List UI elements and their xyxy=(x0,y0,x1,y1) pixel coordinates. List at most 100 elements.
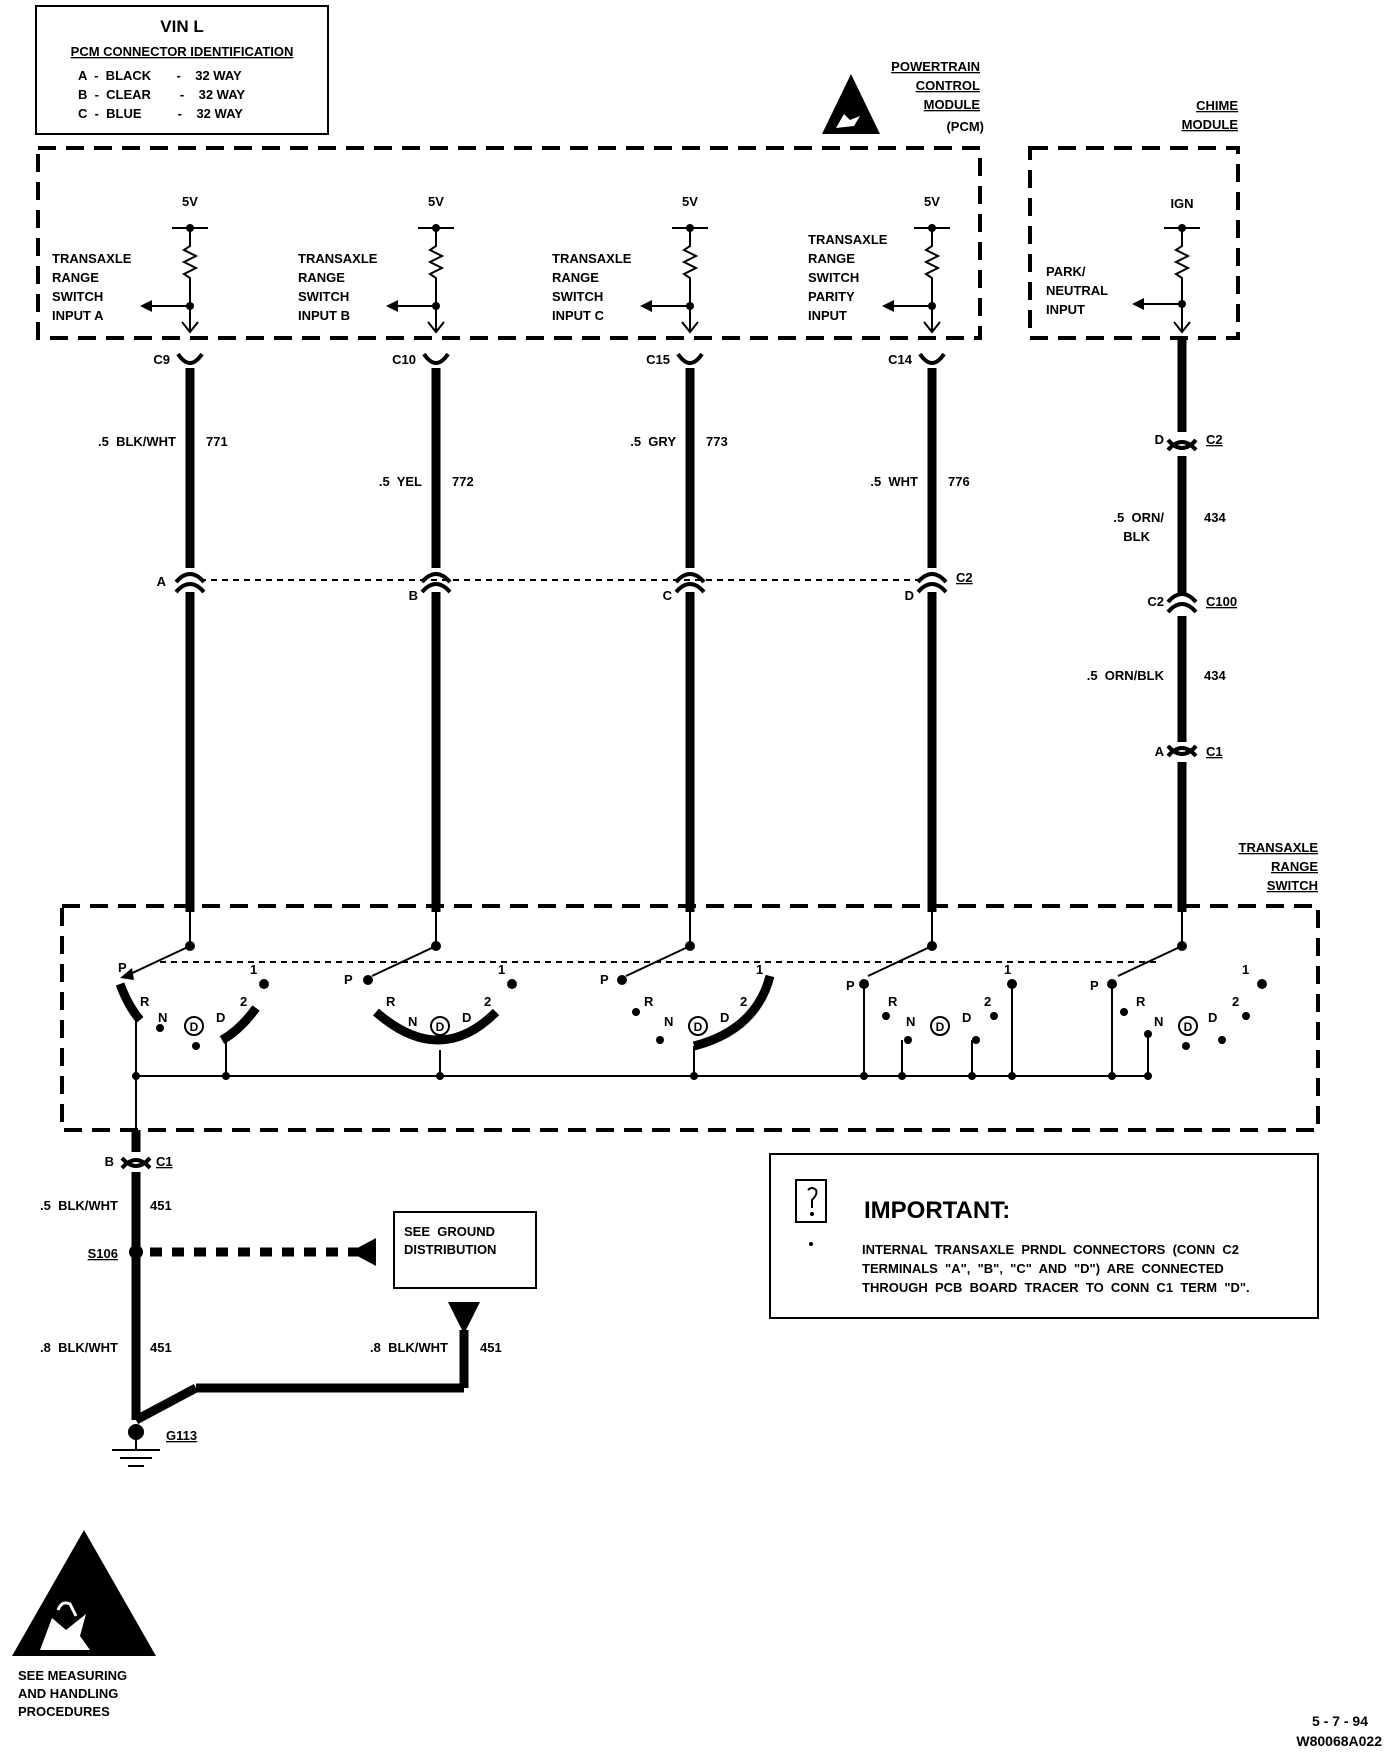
wire-color: .5 GRY xyxy=(630,434,676,449)
position-label: D xyxy=(462,1010,471,1025)
chime-input-label: INPUT xyxy=(1046,302,1085,317)
position-label: R xyxy=(888,994,898,1009)
position-label: 2 xyxy=(984,994,991,1009)
wire-color: .5 ORN/BLK xyxy=(1087,668,1165,683)
c2-label: C2 xyxy=(956,570,973,585)
connector-label: C1 xyxy=(1206,744,1223,759)
switch-section-a: D P R N D 2 1 xyxy=(115,941,269,1050)
pcm-label-line: CONTROL xyxy=(916,78,980,93)
position-label: 1 xyxy=(756,962,763,977)
voltage-label: 5V xyxy=(924,194,940,209)
switch-section-c: D P R N D 2 1 xyxy=(600,941,775,1051)
wire-color: .5 WHT xyxy=(870,474,918,489)
terminal-label: A xyxy=(157,574,167,589)
connector-label: C2 xyxy=(1206,432,1223,447)
position-label: D xyxy=(720,1010,729,1025)
position-label: R xyxy=(386,994,396,1009)
esd-warning-icon xyxy=(822,74,880,134)
wire-circuit: 773 xyxy=(706,434,728,449)
input-label: TRANSAXLE xyxy=(298,251,378,266)
position-label: P xyxy=(1090,978,1099,993)
pcm-label: POWERTRAIN CONTROL MODULE (PCM) xyxy=(891,59,984,134)
connector-label: C100 xyxy=(1206,594,1237,609)
chime-circuit: IGN PARK/ NEUTRAL INPUT xyxy=(1046,196,1200,334)
switch-section-d: D P R N D 2 1 xyxy=(846,941,1017,1076)
pcm-label-line: MODULE xyxy=(924,97,981,112)
see-ground-text: DISTRIBUTION xyxy=(404,1242,496,1257)
position-label: D xyxy=(962,1010,971,1025)
pcm-circuit-parity: 5V TRANSAXLE RANGE SWITCH PARITY INPUT xyxy=(808,194,950,334)
position-label: N xyxy=(408,1014,417,1029)
wire-circuit: 771 xyxy=(206,434,228,449)
see-ground-text: SEE GROUND xyxy=(404,1224,495,1239)
wire-circuit: 451 xyxy=(150,1340,172,1355)
esd-note-line: SEE MEASURING xyxy=(18,1668,127,1683)
position-label: 1 xyxy=(250,962,257,977)
position-label: D xyxy=(1208,1010,1217,1025)
input-label: RANGE xyxy=(298,270,345,285)
position-label: R xyxy=(140,994,150,1009)
wire-color: .5 BLK/WHT xyxy=(40,1198,118,1213)
voltage-label: 5V xyxy=(182,194,198,209)
terminal-label: C xyxy=(663,588,673,603)
position-label: 1 xyxy=(498,962,505,977)
terminal-label: A xyxy=(1155,744,1165,759)
pcm-wires xyxy=(185,368,937,912)
input-label: SWITCH xyxy=(808,270,859,285)
position-label: D xyxy=(436,1020,445,1034)
terminal-label: B xyxy=(409,588,418,603)
important-line: TERMINALS "A", "B", "C" AND "D") ARE CON… xyxy=(862,1261,1224,1276)
position-label: R xyxy=(644,994,654,1009)
wire-circuit: 434 xyxy=(1204,510,1226,525)
position-label: N xyxy=(906,1014,915,1029)
pin-label: C15 xyxy=(646,352,670,367)
footer-code: W80068A022 xyxy=(1296,1733,1382,1749)
wire-color: .8 BLK/WHT xyxy=(370,1340,448,1355)
wire-color: .5 BLK/WHT xyxy=(98,434,176,449)
position-label: R xyxy=(1136,994,1146,1009)
voltage-label: 5V xyxy=(428,194,444,209)
position-label: P xyxy=(600,972,609,987)
position-label: P xyxy=(846,978,855,993)
esd-large-icon: SEE MEASURING AND HANDLING PROCEDURES xyxy=(12,1530,156,1719)
pcm-circuit-a: 5V TRANSAXLE RANGE SWITCH INPUT A xyxy=(52,194,208,334)
chime-module-label: CHIME MODULE xyxy=(1182,98,1239,132)
wire-circuit: 451 xyxy=(480,1340,502,1355)
chime-input-label: NEUTRAL xyxy=(1046,283,1108,298)
ground-point-label: G113 xyxy=(166,1428,197,1443)
range-switch-box xyxy=(60,904,1320,1132)
wire-circuit: 772 xyxy=(452,474,474,489)
wire-color: .5 YEL xyxy=(379,474,422,489)
footer: 5 - 7 - 94 W80068A022 xyxy=(1296,1713,1382,1749)
terminal-label: B xyxy=(105,1154,114,1169)
position-label: 2 xyxy=(740,994,747,1009)
voltage-label: 5V xyxy=(682,194,698,209)
esd-note-line: AND HANDLING xyxy=(18,1686,118,1701)
input-label: SWITCH xyxy=(298,289,349,304)
wire-circuit: 776 xyxy=(948,474,970,489)
vin-row: B - CLEAR - 32 WAY xyxy=(78,87,245,102)
wire-circuit: 434 xyxy=(1204,668,1226,683)
input-label: INPUT C xyxy=(552,308,605,323)
important-line: THROUGH PCB BOARD TRACER TO CONN C1 TERM… xyxy=(862,1280,1250,1295)
position-label: N xyxy=(664,1014,673,1029)
input-label: INPUT xyxy=(808,308,847,323)
info-icon xyxy=(795,1179,827,1223)
vin-row: A - BLACK - 32 WAY xyxy=(78,68,242,83)
pin-label: C14 xyxy=(888,352,913,367)
pcm-circuits: 5V TRANSAXLE RANGE SWITCH INPUT A 5V TRA… xyxy=(52,194,950,334)
connector-label: C1 xyxy=(156,1154,173,1169)
terminal-label: D xyxy=(1155,432,1164,447)
ign-label: IGN xyxy=(1170,196,1193,211)
position-label: D xyxy=(694,1020,703,1034)
chime-label-line: MODULE xyxy=(1182,117,1239,132)
chime-box xyxy=(1028,146,1240,340)
see-ground-box xyxy=(393,1211,537,1289)
vin-subtitle: PCM CONNECTOR IDENTIFICATION xyxy=(71,44,294,59)
splice-label: S106 xyxy=(88,1246,118,1261)
chime-label-line: CHIME xyxy=(1196,98,1238,113)
wire-color: .8 BLK/WHT xyxy=(40,1340,118,1355)
switch-section-b: D P R N D 2 1 xyxy=(344,941,517,1045)
position-label: P xyxy=(344,972,353,987)
